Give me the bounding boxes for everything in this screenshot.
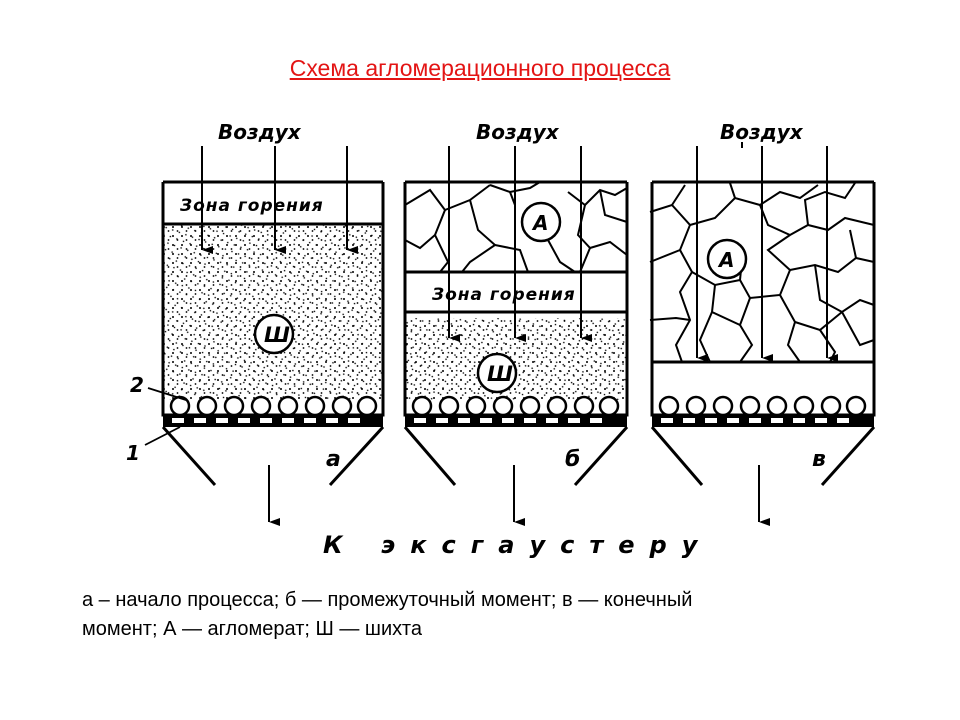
number-label-2: 2 [130, 373, 144, 397]
agglomerate-label-c: А [717, 248, 734, 272]
charge-label-a: Ш [264, 323, 290, 347]
combustion-zone-label-a: Зона горения [179, 196, 324, 216]
air-label-b: Воздух [476, 120, 560, 144]
container-b [403, 146, 629, 526]
diagram-caption: а – начало процесса; б — промежуточный м… [82, 586, 902, 644]
stage-label-b: б [565, 447, 580, 472]
caption-line-1: а – начало процесса; б — промежуточный м… [82, 589, 693, 611]
stage-label-c: в [812, 447, 826, 472]
container-a [144, 146, 385, 526]
charge-label-b: Ш [487, 362, 513, 386]
combustion-zone-label-b: Зона горения [431, 285, 576, 305]
stage-label-a: а [326, 447, 341, 472]
diagram-title: Схема агломерационного процесса [289, 55, 671, 81]
container-c [649, 142, 876, 526]
exhauster-label: К эксгаустеру [323, 531, 712, 559]
air-label-a: Воздух [218, 120, 302, 144]
number-label-1: 1 [126, 441, 140, 465]
caption-line-2: момент; А — агломерат; Ш — шихта [82, 618, 422, 640]
air-label-c: Воздух [720, 120, 804, 144]
agglomerate-label-b: А [531, 211, 548, 235]
